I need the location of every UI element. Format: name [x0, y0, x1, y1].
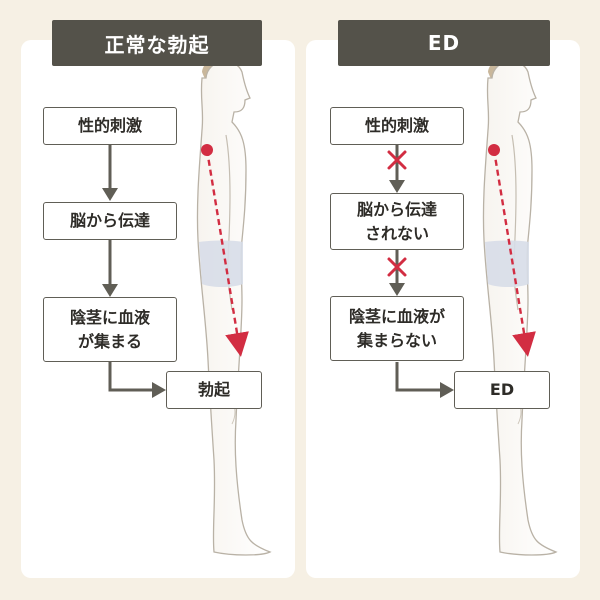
ed-title: ED	[338, 20, 550, 66]
step-sexual-stimulus-left: 性的刺激	[43, 107, 177, 145]
step-sexual-stimulus-right: 性的刺激	[330, 107, 464, 145]
male-figure-left	[196, 57, 271, 556]
signal-arrow-left	[205, 149, 249, 357]
flow-arrow-2-left	[102, 284, 118, 297]
flow-arrow-3-left	[152, 382, 166, 398]
cross-icon	[387, 150, 407, 170]
flow-arrow-2-right	[389, 283, 405, 296]
flow-arrow-3-right	[440, 382, 454, 398]
step-brain-signal-left: 脳から伝達	[43, 202, 177, 240]
step-blood-flow-left: 陰茎に血液 が集まる	[43, 297, 177, 362]
step-brain-no-signal: 脳から伝達 されない	[330, 193, 464, 250]
cross-icon	[387, 257, 407, 277]
flow-arrow-1-right	[389, 180, 405, 193]
result-ed: ED	[454, 371, 550, 409]
flow-arrow-1-left	[102, 188, 118, 201]
signal-arrow-right	[492, 149, 536, 357]
normal-erection-title: 正常な勃起	[52, 20, 262, 66]
result-erection: 勃起	[166, 371, 262, 409]
step-no-blood-flow: 陰茎に血液が 集まらない	[330, 296, 464, 361]
male-figure-right	[482, 57, 557, 556]
